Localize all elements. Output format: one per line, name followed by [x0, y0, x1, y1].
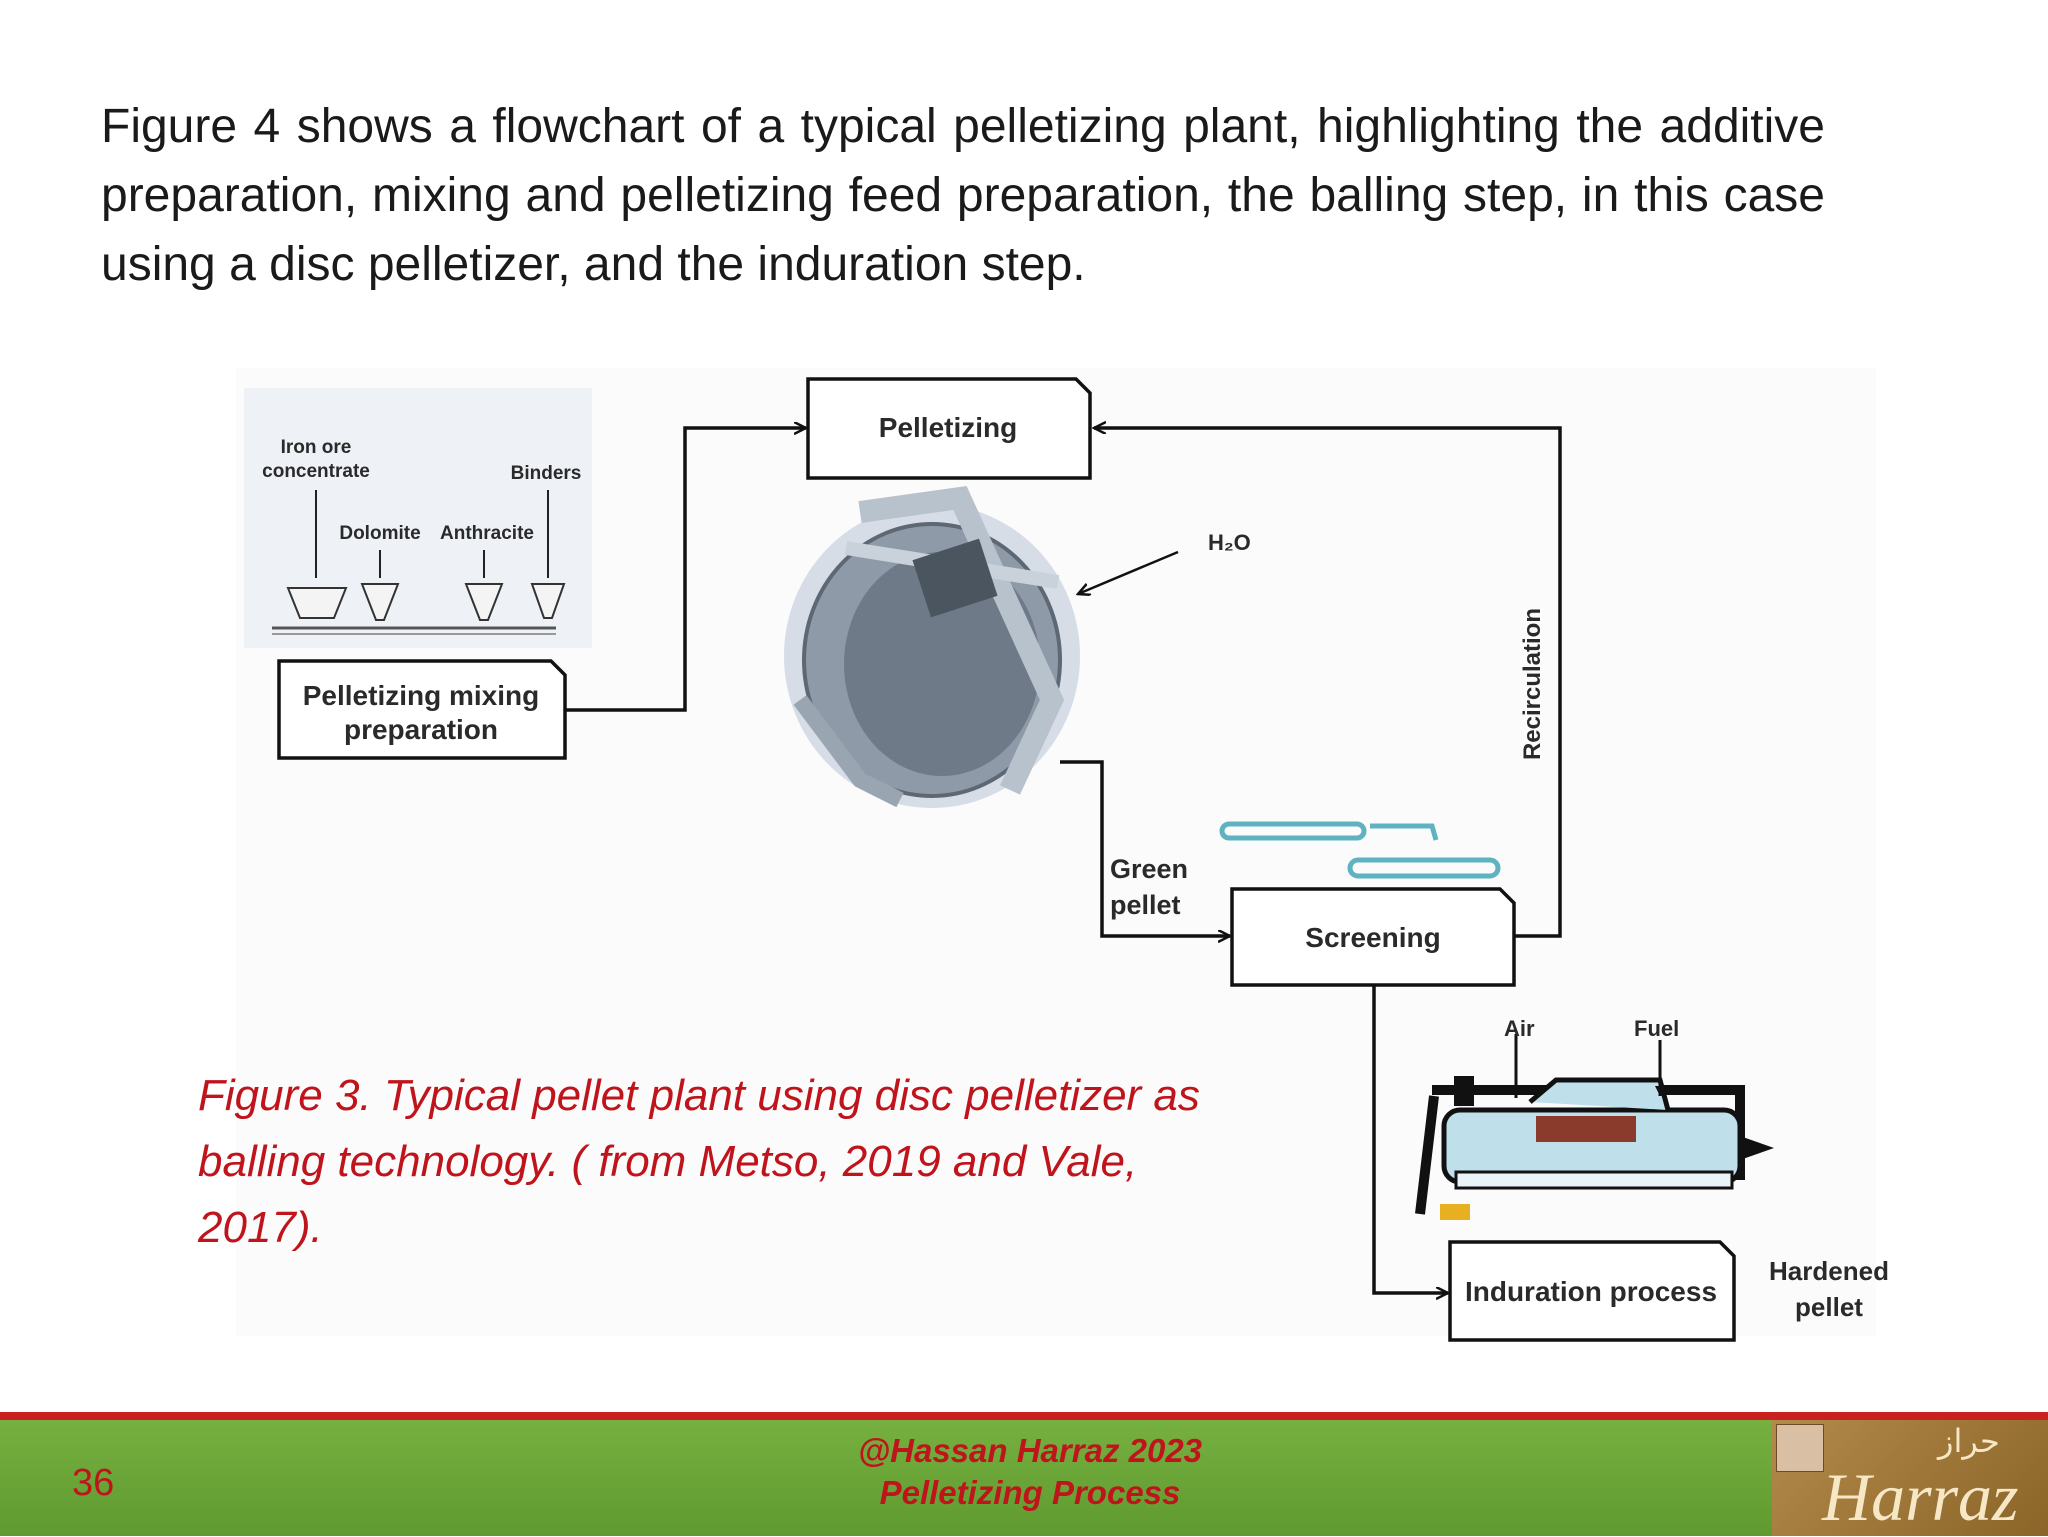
- pelletizing-label: Pelletizing: [878, 412, 1018, 443]
- logo-arabic-text: حراز: [1938, 1422, 2000, 1460]
- mixing-to-pelletizing-arrow: [565, 428, 806, 712]
- iron-ore-label-line2: concentrate: [262, 461, 370, 482]
- intro-paragraph: Figure 4 shows a flowchart of a typical …: [101, 100, 1825, 291]
- footer-topic: Pelletizing Process: [879, 1474, 1181, 1511]
- author-avatar: [1776, 1424, 1824, 1472]
- anthracite-label: Anthracite: [440, 523, 534, 544]
- footer-author: @Hassan Harraz 2023: [857, 1432, 1203, 1469]
- disc-pelletizer-illustration: [784, 485, 1080, 808]
- mixing-preparation-label-line2: preparation: [343, 714, 499, 745]
- dolomite-label: Dolomite: [339, 523, 421, 544]
- figure-caption: Figure 3. Typical pellet plant using dis…: [198, 1071, 1200, 1252]
- screening-label: Screening: [1305, 922, 1441, 953]
- conveyor-belts: [1219, 821, 1501, 879]
- hardened-pellet-label-line1: Hardened: [1769, 1256, 1889, 1286]
- mixing-preparation-box: [277, 659, 567, 760]
- h2o-arrow: [1078, 550, 1179, 594]
- logo-text: Harraz: [1822, 1459, 2019, 1535]
- green-pellet-label-line2: pellet: [1110, 890, 1181, 920]
- fuel-label: Fuel: [1634, 1016, 1680, 1041]
- footer-bar: [0, 1420, 2048, 1536]
- recirculation-label: Recirculation: [1519, 607, 1546, 761]
- pelletizing-box: [806, 377, 1092, 480]
- mixing-preparation-label-line1: Pelletizing mixing: [302, 680, 540, 711]
- induration-label: Induration process: [1464, 1276, 1718, 1307]
- green-pellet-arrow: [1060, 760, 1230, 936]
- induration-furnace: [1415, 1034, 1774, 1220]
- screening-to-induration-arrow: [1372, 985, 1448, 1293]
- page-number: 36: [72, 1462, 115, 1504]
- h2o-label: H₂O: [1208, 530, 1251, 555]
- air-label: Air: [1504, 1016, 1535, 1041]
- hardened-pellet-label-line2: pellet: [1795, 1292, 1863, 1322]
- screening-box: [1230, 887, 1516, 987]
- footer-divider: [0, 1412, 2048, 1420]
- induration-box: [1448, 1240, 1736, 1342]
- green-pellet-label-line1: Green: [1110, 854, 1189, 884]
- binders-label: Binders: [510, 463, 582, 484]
- recirculation-arrow: [1094, 428, 1562, 938]
- iron-ore-label-line1: Iron ore: [280, 437, 352, 458]
- additive-hoppers: [272, 490, 566, 635]
- footer-credit: @Hassan Harraz 2023 Pelletizing Process: [780, 1430, 1280, 1514]
